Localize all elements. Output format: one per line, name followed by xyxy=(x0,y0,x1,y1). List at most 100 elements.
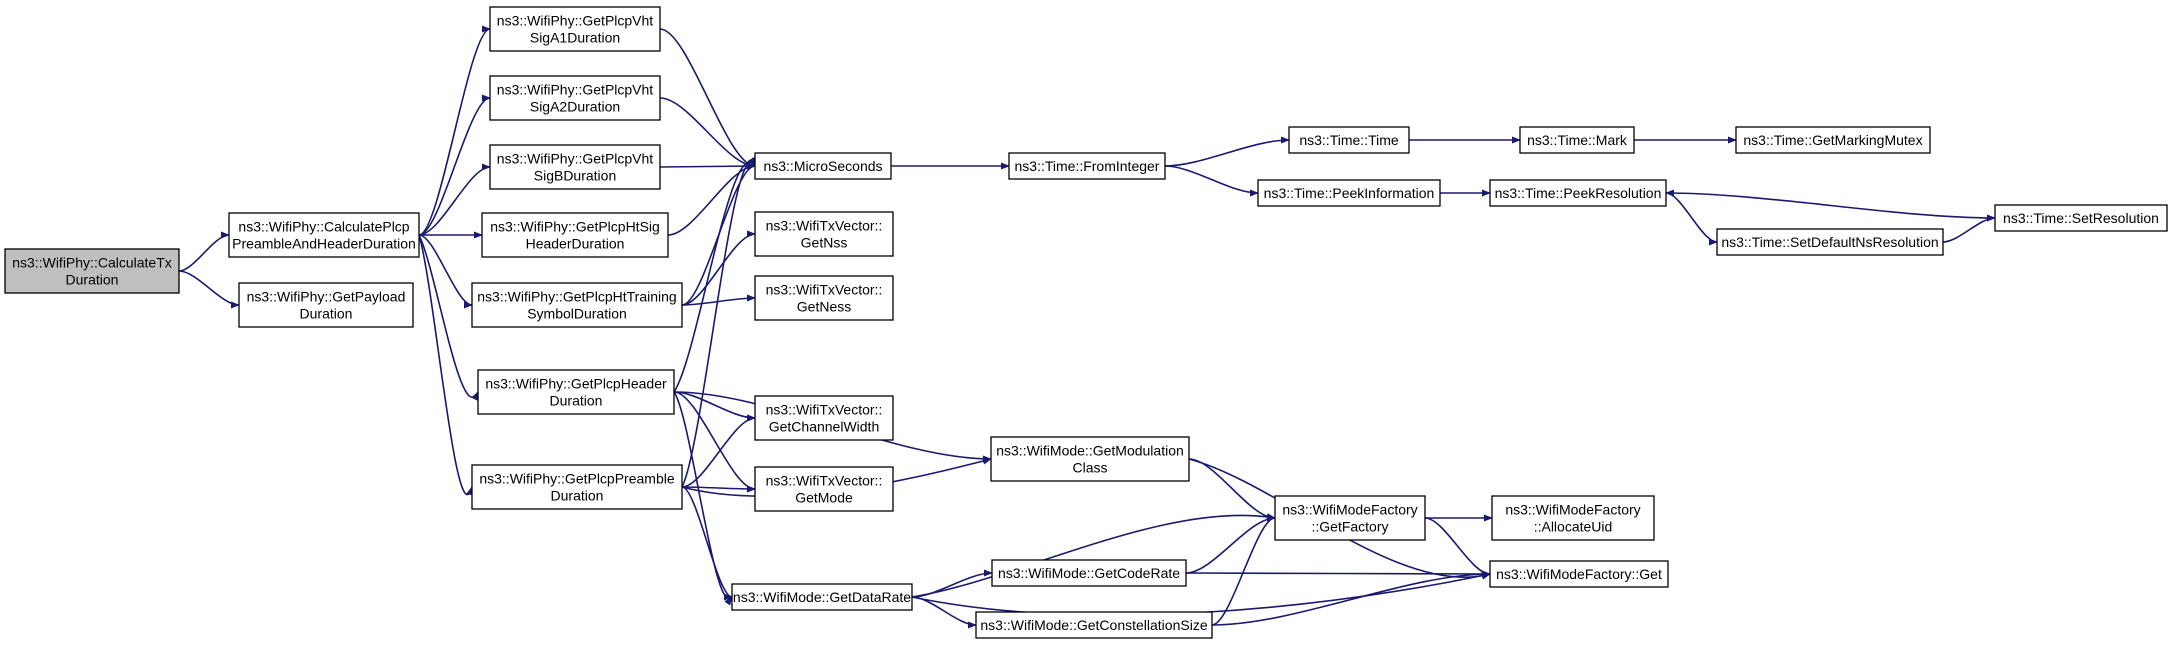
node-label-line: ns3::WifiPhy::GetPayload xyxy=(247,289,406,305)
node-box xyxy=(489,6,661,52)
node-label-line: ns3::Time::FromInteger xyxy=(1015,158,1160,174)
edges-layer xyxy=(178,25,1996,629)
node-label-line: GetNess xyxy=(797,299,851,315)
node-box xyxy=(477,369,675,415)
node-label-line: GetChannelWidth xyxy=(769,419,880,435)
node-label-line: GetMode xyxy=(795,490,853,506)
node-box xyxy=(731,583,913,611)
node-time-time[interactable]: ns3::Time::Time xyxy=(1288,126,1410,154)
node-box xyxy=(4,248,180,294)
node-label-line: Duration xyxy=(550,393,603,409)
node-label-line: ns3::Time::Mark xyxy=(1527,132,1628,148)
node-label-line: ns3::WifiTxVector:: xyxy=(766,473,883,489)
node-label-line: ns3::WifiModeFactory::Get xyxy=(1496,566,1662,582)
edge-plcp-preamble-to-get-data-rate xyxy=(681,486,733,601)
edge-sig-b-to-microseconds xyxy=(659,162,756,170)
node-box xyxy=(228,212,420,258)
node-peek-information[interactable]: ns3::Time::PeekInformation xyxy=(1257,179,1441,207)
node-calc-plcp[interactable]: ns3::WifiPhy::CalculatePlcpPreambleAndHe… xyxy=(228,212,420,258)
node-set-resolution[interactable]: ns3::Time::SetResolution xyxy=(1994,204,2168,232)
node-box xyxy=(481,212,669,258)
node-label-line: ns3::WifiTxVector:: xyxy=(766,218,883,234)
node-label-line: ns3::WifiPhy::GetPlcpHeader xyxy=(485,376,667,392)
edge-get-data-rate-to-get-factory xyxy=(911,513,1276,598)
edge-ht-training-to-get-ness xyxy=(681,294,756,306)
edge-calc-plcp-to-sig-a1 xyxy=(418,25,491,236)
node-set-default-ns[interactable]: ns3::Time::SetDefaultNsResolution xyxy=(1716,228,1944,256)
node-marking-mutex[interactable]: ns3::Time::GetMarkingMutex xyxy=(1735,126,1931,154)
node-get-channel-width[interactable]: ns3::WifiTxVector::GetChannelWidth xyxy=(754,395,894,441)
node-box xyxy=(471,282,683,328)
node-label-line: ns3::WifiMode::GetCodeRate xyxy=(998,565,1180,581)
node-box xyxy=(754,211,894,257)
node-box xyxy=(990,436,1190,482)
node-ht-training[interactable]: ns3::WifiPhy::GetPlcpHtTrainingSymbolDur… xyxy=(471,282,683,328)
edge-set-resolution-to-peek-resolution xyxy=(1665,189,1996,219)
node-box xyxy=(754,395,894,441)
node-get-ness[interactable]: ns3::WifiTxVector::GetNess xyxy=(754,275,894,321)
node-box xyxy=(1008,152,1166,180)
edge-calc-plcp-to-sig-a2 xyxy=(418,94,491,236)
edge-sig-a1-to-microseconds xyxy=(659,28,756,170)
edge-peek-resolution-to-set-default-ns xyxy=(1665,192,1718,246)
node-box xyxy=(754,152,892,180)
node-label-line: ns3::Time::PeekResolution xyxy=(1495,185,1662,201)
node-box xyxy=(1288,126,1410,154)
edge-get-data-rate-to-get-constellation-size xyxy=(911,596,977,629)
node-microseconds[interactable]: ns3::MicroSeconds xyxy=(754,152,892,180)
node-time-mark[interactable]: ns3::Time::Mark xyxy=(1519,126,1635,154)
node-get-nss[interactable]: ns3::WifiTxVector::GetNss xyxy=(754,211,894,257)
node-label-line: SigA1Duration xyxy=(530,30,620,46)
edge-plcp-header-to-get-data-rate xyxy=(673,391,733,606)
node-get-data-rate[interactable]: ns3::WifiMode::GetDataRate xyxy=(731,583,913,611)
node-label-line: ns3::WifiMode::GetConstellationSize xyxy=(980,617,1207,633)
edge-get-code-rate-to-factory-get xyxy=(1185,570,1491,578)
node-label-line: ns3::WifiTxVector:: xyxy=(766,402,883,418)
edge-calc-plcp-to-plcp-header xyxy=(418,234,479,401)
node-label-line: ns3::WifiPhy::GetPlcpHtTraining xyxy=(477,289,676,305)
edge-plcp-preamble-to-get-mode xyxy=(681,485,756,493)
node-get-factory[interactable]: ns3::WifiModeFactory::GetFactory xyxy=(1274,495,1426,541)
node-box xyxy=(238,282,414,328)
node-box xyxy=(754,466,894,512)
node-box xyxy=(991,559,1187,587)
node-label-line: SigBDuration xyxy=(534,168,617,184)
node-label-line: ns3::WifiPhy::CalculateTx xyxy=(12,255,172,271)
edge-get-modulation-class-to-get-factory xyxy=(1188,458,1276,522)
node-peek-resolution[interactable]: ns3::Time::PeekResolution xyxy=(1489,179,1667,207)
node-label-line: ns3::WifiModeFactory xyxy=(1505,502,1640,518)
node-box xyxy=(489,75,661,121)
node-label-line: SigA2Duration xyxy=(530,99,620,115)
node-label-line: ns3::Time::PeekInformation xyxy=(1264,185,1435,201)
node-from-integer[interactable]: ns3::Time::FromInteger xyxy=(1008,152,1166,180)
node-label-line: ns3::Time::SetDefaultNsResolution xyxy=(1721,234,1938,250)
node-label-line: ns3::MicroSeconds xyxy=(763,158,882,174)
node-label-line: ns3::WifiMode::GetDataRate xyxy=(733,589,911,605)
edge-get-factory-to-factory-get xyxy=(1424,517,1491,578)
node-label-line: ns3::WifiModeFactory xyxy=(1282,502,1417,518)
node-get-code-rate[interactable]: ns3::WifiMode::GetCodeRate xyxy=(991,559,1187,587)
node-box xyxy=(1519,126,1635,154)
node-label-line: ns3::WifiPhy::CalculatePlcp xyxy=(238,219,409,235)
node-label-line: ns3::WifiTxVector:: xyxy=(766,282,883,298)
node-get-mode[interactable]: ns3::WifiTxVector::GetMode xyxy=(754,466,894,512)
node-allocate-uid[interactable]: ns3::WifiModeFactory::AllocateUid xyxy=(1491,495,1655,541)
node-box xyxy=(1491,495,1655,541)
node-box xyxy=(754,275,894,321)
node-factory-get[interactable]: ns3::WifiModeFactory::Get xyxy=(1489,560,1669,588)
node-label-line: HeaderDuration xyxy=(526,236,625,252)
edge-from-integer-to-peek-information xyxy=(1164,165,1259,197)
node-get-constellation-size[interactable]: ns3::WifiMode::GetConstellationSize xyxy=(975,611,1213,639)
node-label-line: Duration xyxy=(300,306,353,322)
edge-plcp-preamble-to-microseconds xyxy=(681,157,756,488)
